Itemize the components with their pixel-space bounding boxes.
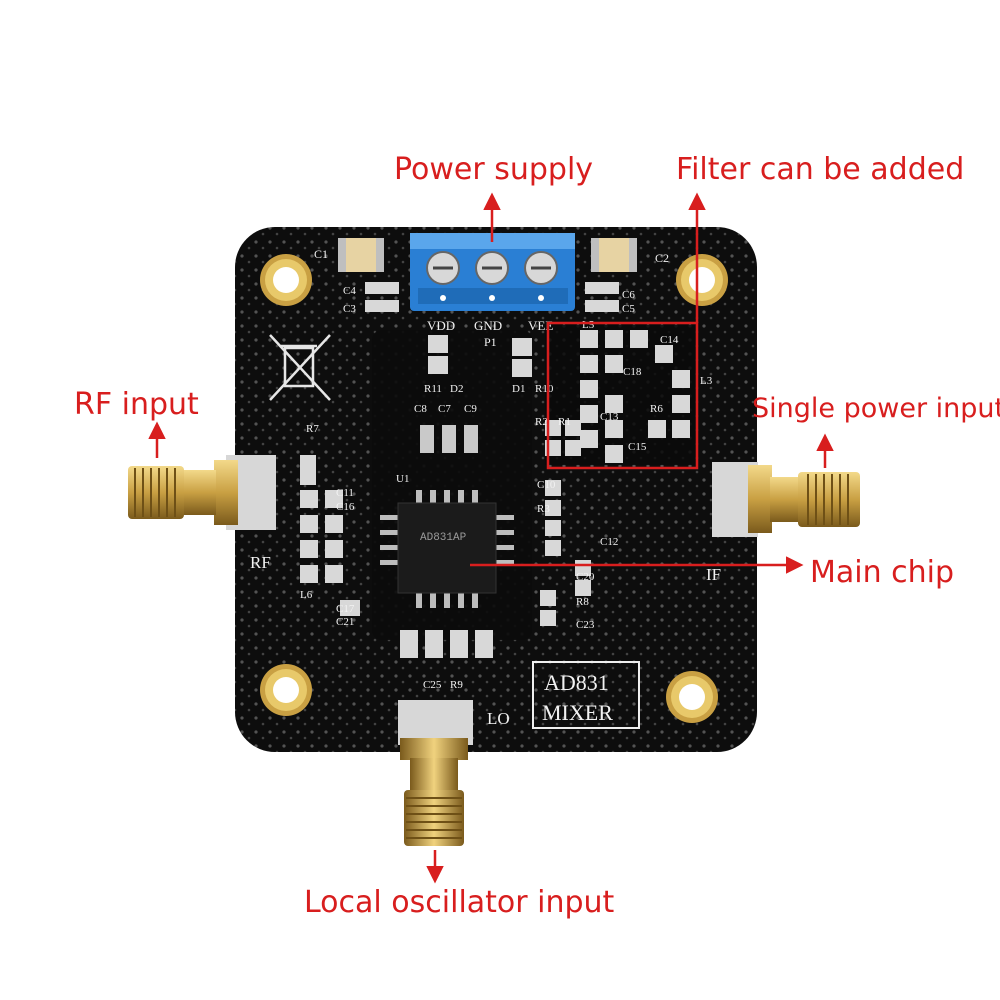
ref-c14: C14 bbox=[660, 334, 679, 346]
waste-bin-crossed-icon bbox=[269, 334, 331, 401]
filter-highlight-box bbox=[546, 321, 699, 470]
ref-r2: R2 bbox=[535, 416, 548, 428]
ref-c21: C21 bbox=[336, 616, 354, 628]
ref-c13: C13 bbox=[600, 411, 619, 423]
callout-main-chip: Main chip bbox=[810, 555, 955, 590]
ref-c9: C9 bbox=[464, 403, 477, 415]
ref-l5: L5 bbox=[582, 319, 595, 331]
callout-rf-input: RF input bbox=[74, 387, 199, 422]
callout-power-supply: Power supply bbox=[394, 152, 594, 187]
ref-c10: C10 bbox=[537, 479, 556, 491]
ref-c1: C1 bbox=[314, 247, 328, 261]
ref-r10: R10 bbox=[535, 383, 554, 395]
ref-c23: C23 bbox=[576, 619, 595, 631]
smd-components bbox=[300, 282, 690, 658]
ref-u1: U1 bbox=[396, 473, 409, 485]
label-p1: P1 bbox=[484, 335, 497, 349]
lo-sma-connector bbox=[398, 700, 473, 846]
ref-r11: R11 bbox=[424, 383, 442, 395]
label-if: IF bbox=[706, 565, 721, 584]
ref-r7: R7 bbox=[306, 423, 319, 435]
ref-c25: C25 bbox=[423, 679, 442, 691]
label-vee: VEE bbox=[528, 318, 553, 333]
ref-c16: C16 bbox=[336, 501, 355, 513]
ref-c5: C5 bbox=[622, 303, 635, 315]
ref-d2: D2 bbox=[450, 383, 463, 395]
mounting-holes bbox=[260, 254, 728, 723]
chip-marking: AD831AP bbox=[420, 532, 467, 544]
ref-c7: C7 bbox=[438, 403, 451, 415]
ref-r1: R1 bbox=[558, 416, 571, 428]
ref-c20: C20 bbox=[576, 571, 595, 583]
power-terminal-block bbox=[410, 233, 575, 311]
ref-r3: R3 bbox=[537, 503, 550, 515]
callout-local-oscillator-input: Local oscillator input bbox=[304, 885, 615, 920]
model-line1: AD831 bbox=[544, 670, 609, 695]
ref-l6: L6 bbox=[300, 589, 313, 601]
arrow-icon bbox=[148, 192, 834, 884]
ref-c12: C12 bbox=[600, 536, 618, 548]
ref-c18: C18 bbox=[623, 366, 642, 378]
bulk-capacitors bbox=[338, 238, 637, 272]
ref-c17: C17 bbox=[336, 603, 355, 615]
ref-l3: L3 bbox=[700, 375, 713, 387]
main-chip: AD831AP bbox=[380, 490, 514, 608]
ref-r8: R8 bbox=[576, 596, 589, 608]
ref-c6: C6 bbox=[622, 289, 635, 301]
ref-r9: R9 bbox=[450, 679, 463, 691]
label-vdd: VDD bbox=[427, 318, 455, 333]
ref-c11: C11 bbox=[336, 487, 354, 499]
label-rf: RF bbox=[250, 553, 271, 572]
label-lo: LO bbox=[487, 709, 510, 728]
ref-c8: C8 bbox=[414, 403, 427, 415]
rf-sma-connector bbox=[128, 455, 276, 530]
model-line2: MIXER bbox=[542, 700, 613, 725]
callout-single-power-input: Single power input bbox=[752, 393, 1000, 424]
ref-c15: C15 bbox=[628, 441, 647, 453]
if-sma-connector bbox=[712, 462, 860, 537]
ref-r6: R6 bbox=[650, 403, 663, 415]
ref-d1: D1 bbox=[512, 383, 525, 395]
ref-c2: C2 bbox=[655, 251, 669, 265]
ref-c3: C3 bbox=[343, 303, 356, 315]
silkscreen-labels: VDD GND VEE P1 RF IF LO C1 C2 C3 C4 C5 C… bbox=[250, 247, 721, 728]
ref-c4: C4 bbox=[343, 285, 356, 297]
label-gnd: GND bbox=[474, 318, 502, 333]
model-label-box: AD831 MIXER bbox=[532, 661, 640, 729]
callout-filter: Filter can be added bbox=[676, 152, 965, 187]
